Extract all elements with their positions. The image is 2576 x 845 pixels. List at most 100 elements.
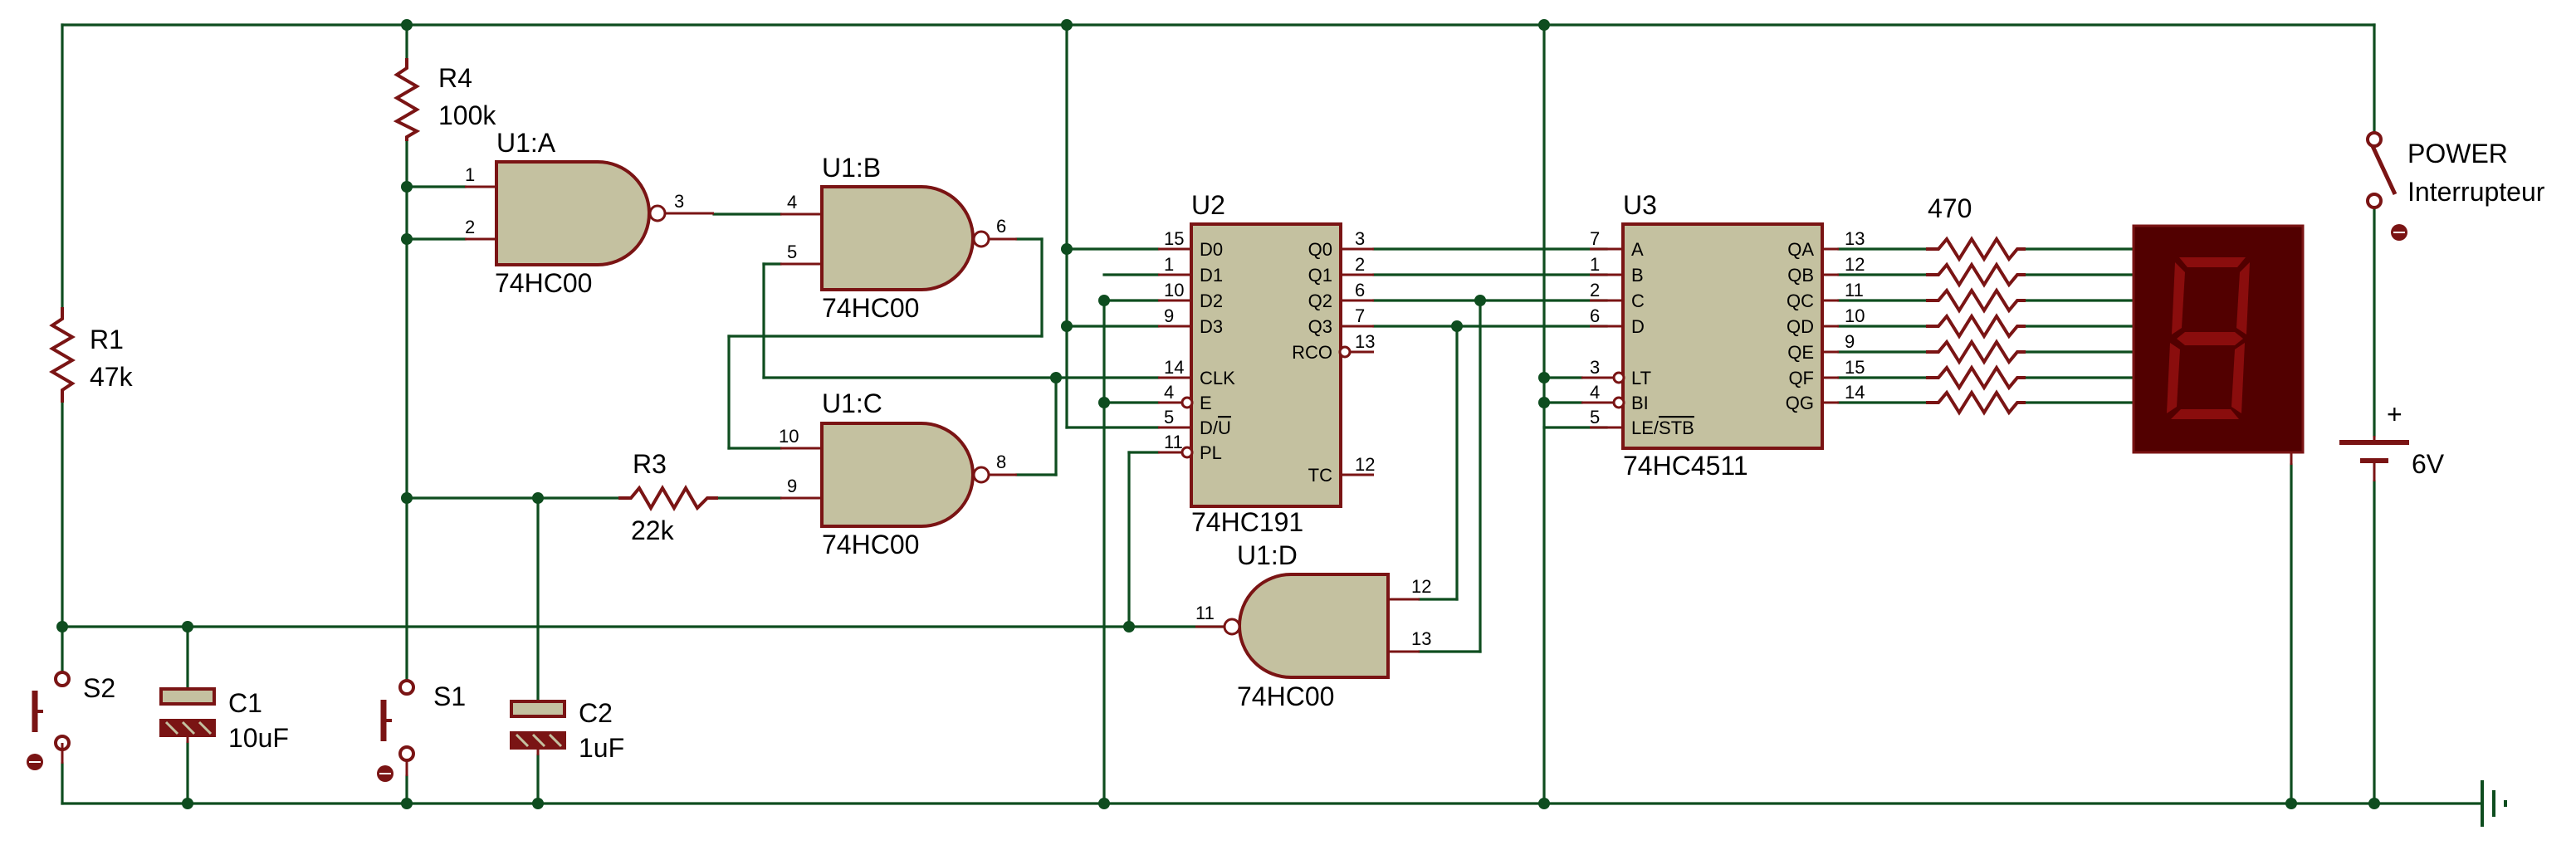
pushbutton-s2[interactable]: S2 xyxy=(27,671,115,770)
u3-pin-label: C xyxy=(1631,291,1645,311)
battery-value: 6V xyxy=(2412,449,2445,479)
u3-pin-label: B xyxy=(1631,265,1644,286)
u2-pin-bubble xyxy=(1180,396,1194,409)
u1c-type: 74HC00 xyxy=(822,530,919,559)
capacitor-c1: C1 10uF xyxy=(159,687,289,753)
u3-pin-label: LT xyxy=(1631,368,1651,388)
u3-pin-number: 7 xyxy=(1590,228,1600,249)
u2-pin-number: 13 xyxy=(1355,331,1375,352)
u2-pin-number: 10 xyxy=(1164,280,1184,300)
u3-pin-bubble xyxy=(1612,371,1625,384)
power-switch[interactable]: POWER Interrupteur xyxy=(2366,131,2545,241)
u2-pin-number: 1 xyxy=(1164,254,1174,275)
u1a-pin-in2: 2 xyxy=(465,217,475,237)
junction-dots xyxy=(56,19,2380,809)
u2-type: 74HC191 xyxy=(1191,507,1303,537)
u3-pin-label: QF xyxy=(1788,368,1814,388)
u2-pin-label: Q0 xyxy=(1308,239,1332,260)
u3-pin-number: 1 xyxy=(1590,254,1600,275)
u1d-name: U1:D xyxy=(1237,540,1298,570)
u3-pin-number: 6 xyxy=(1590,305,1600,326)
u3-pin-label: QB xyxy=(1787,265,1814,286)
r3-name: R3 xyxy=(633,449,667,479)
u2-pin-label: RCO xyxy=(1292,342,1332,363)
power-switch-desc: Interrupteur xyxy=(2407,177,2545,207)
u2-pin-number: 2 xyxy=(1355,254,1365,275)
segment-resistor-array: 470 xyxy=(1926,193,2026,416)
u2-pin-number: 4 xyxy=(1164,382,1174,403)
u2-pin-label: D1 xyxy=(1200,265,1223,286)
r1-value: 47k xyxy=(90,362,134,392)
c2-name: C2 xyxy=(579,698,613,728)
u1c-name: U1:C xyxy=(822,388,882,418)
u2-pin-label: D3 xyxy=(1200,316,1223,337)
u2-pin-label: Q1 xyxy=(1308,265,1332,286)
u2-pin-label: D2 xyxy=(1200,291,1223,311)
u2-pin-label: D0 xyxy=(1200,239,1223,260)
u2-pin-number: 12 xyxy=(1355,454,1375,475)
power-switch-name: POWER xyxy=(2407,139,2508,169)
c1-value: 10uF xyxy=(228,723,289,753)
ic-u3-74hc4511: 7A1B2C6D3LT4BI5LE/STB13QA12QB11QC10QD9QE… xyxy=(1581,190,1865,481)
s2-label: S2 xyxy=(83,673,115,703)
u3-pin-label: QD xyxy=(1787,316,1814,337)
nand-gate-u1b: 4 5 6 U1:B 74HC00 xyxy=(780,153,1017,323)
u1a-pin-out: 3 xyxy=(674,191,684,212)
u2-pin-bubble xyxy=(1338,345,1352,359)
u3-pin-number: 11 xyxy=(1845,280,1864,300)
u2-pin-label: Q2 xyxy=(1308,291,1332,311)
u3-pin-label: A xyxy=(1631,239,1644,260)
u3-pin-label: QA xyxy=(1787,239,1814,260)
r1-name: R1 xyxy=(90,325,124,354)
u3-pin-label: QG xyxy=(1786,393,1814,413)
u2-pin-number: 5 xyxy=(1164,407,1174,427)
u3-type: 74HC4511 xyxy=(1623,451,1748,481)
nand-gate-u1a: 1 2 3 U1:A 74HC00 xyxy=(465,128,714,298)
u1b-pin-in2: 5 xyxy=(787,242,797,262)
u3-pin-number: 14 xyxy=(1845,382,1865,403)
resistor-r1: R1 47k xyxy=(49,307,134,403)
u1a-type: 74HC00 xyxy=(495,268,592,298)
segment-resistor-value: 470 xyxy=(1928,193,1972,223)
wires xyxy=(61,23,2484,805)
u1b-type: 74HC00 xyxy=(822,293,919,323)
u3-pin-label: LE/STB xyxy=(1631,418,1694,438)
u3-pin-number: 15 xyxy=(1845,357,1865,378)
u3-pin-number: 9 xyxy=(1845,331,1855,352)
c2-value: 1uF xyxy=(579,733,624,763)
u1a-pin-in1: 1 xyxy=(465,164,475,185)
u1d-pin-out: 11 xyxy=(1195,603,1215,623)
capacitor-c2: C2 1uF xyxy=(510,698,624,763)
u3-pin-number: 4 xyxy=(1590,382,1600,403)
u3-pin-label: QC xyxy=(1787,291,1814,311)
u2-pin-number: 15 xyxy=(1164,228,1184,249)
u2-pin-number: 11 xyxy=(1164,432,1183,452)
battery-6v: + 6V xyxy=(2339,399,2445,481)
resistor-r3: R3 22k xyxy=(618,449,718,545)
u1b-name: U1:B xyxy=(822,153,881,183)
u1c-pin-in1: 10 xyxy=(779,426,799,447)
u3-pin-label: D xyxy=(1631,316,1645,337)
u1b-pin-out: 6 xyxy=(996,216,1006,237)
s1-label: S1 xyxy=(433,681,466,711)
pushbutton-s1[interactable]: S1 xyxy=(377,679,466,782)
battery-plus: + xyxy=(2387,399,2402,429)
r3-value: 22k xyxy=(631,515,675,545)
u2-pin-number: 3 xyxy=(1355,228,1365,249)
u3-pin-label: QE xyxy=(1787,342,1814,363)
u2-pin-label: TC xyxy=(1308,465,1332,486)
u2-pin-number: 6 xyxy=(1355,280,1365,300)
u3-pin-number: 12 xyxy=(1845,254,1865,275)
u3-name: U3 xyxy=(1623,190,1657,220)
u2-pin-number: 9 xyxy=(1164,305,1174,326)
u2-pin-label: PL xyxy=(1200,442,1222,463)
u1c-pin-in2: 9 xyxy=(787,476,797,496)
ic-u2-74hc191: 15D01D110D29D314CLK4E5D/U11PL3Q02Q16Q27Q… xyxy=(1158,190,1375,537)
r4-name: R4 xyxy=(438,63,472,93)
u3-pin-number: 5 xyxy=(1590,407,1600,427)
u3-pin-number: 3 xyxy=(1590,357,1600,378)
u3-pin-number: 2 xyxy=(1590,280,1600,300)
u1d-type: 74HC00 xyxy=(1237,681,1334,711)
u2-pin-label: CLK xyxy=(1200,368,1235,388)
